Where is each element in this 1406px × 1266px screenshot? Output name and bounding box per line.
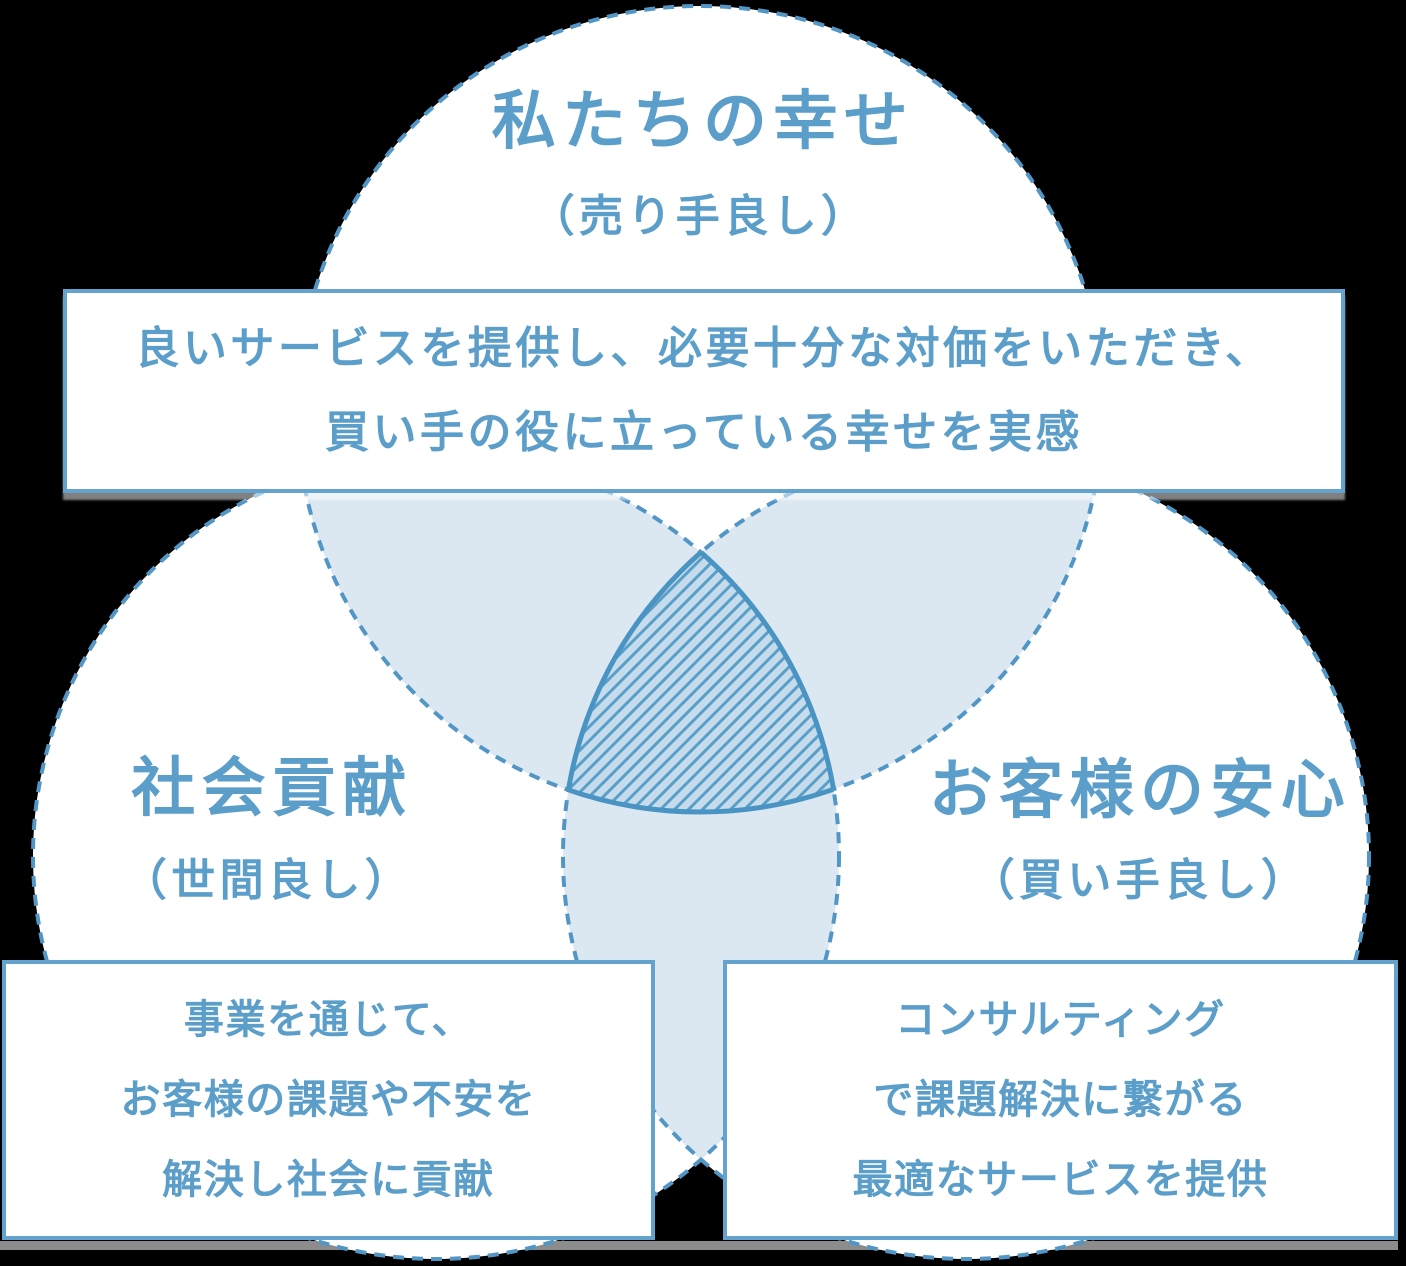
bottom-shadow-strip [0, 1241, 1398, 1250]
description-line: 最適なサービスを提供 [852, 1158, 1269, 1202]
center-intersection-fill [563, 453, 839, 812]
description-line: コンサルティング [895, 998, 1226, 1042]
center-intersection [560, 453, 842, 815]
description-line: 買い手の役に立っている幸せを実感 [324, 408, 1084, 457]
left-circle-subtitle: （世間良し） [122, 856, 414, 905]
description-line: 事業を通じて、 [183, 998, 474, 1042]
description-line: お客様の課題や不安を [120, 1078, 537, 1122]
description-line: 解決し社会に貢献 [162, 1158, 495, 1202]
right-circle-subtitle: （買い手良し） [970, 856, 1310, 905]
left-description-box: 事業を通じて、 お客様の課題や不安を 解決し社会に貢献 [2, 960, 655, 1240]
description-line: 良いサービスを提供し、必要十分な対価をいただき、 [135, 324, 1273, 373]
left-circle-outline [31, 451, 841, 1261]
center-intersection-bottom-arc [563, 453, 839, 815]
left-circle-title: 社会貢献 [131, 752, 413, 824]
right-description-box: コンサルティング で課題解決に繋がる 最適なサービスを提供 [723, 960, 1398, 1240]
description-line: で課題解決に繋がる [873, 1078, 1248, 1122]
top-circle-title: 私たちの幸せ [491, 85, 915, 157]
right-circle-outline [561, 451, 1371, 1261]
top-circle-subtitle: （売り手良し） [530, 192, 870, 241]
top-description-box: 良いサービスを提供し、必要十分な対価をいただき、 買い手の役に立っている幸せを実… [63, 289, 1345, 493]
right-circle-title: お客様の安心 [928, 754, 1352, 826]
